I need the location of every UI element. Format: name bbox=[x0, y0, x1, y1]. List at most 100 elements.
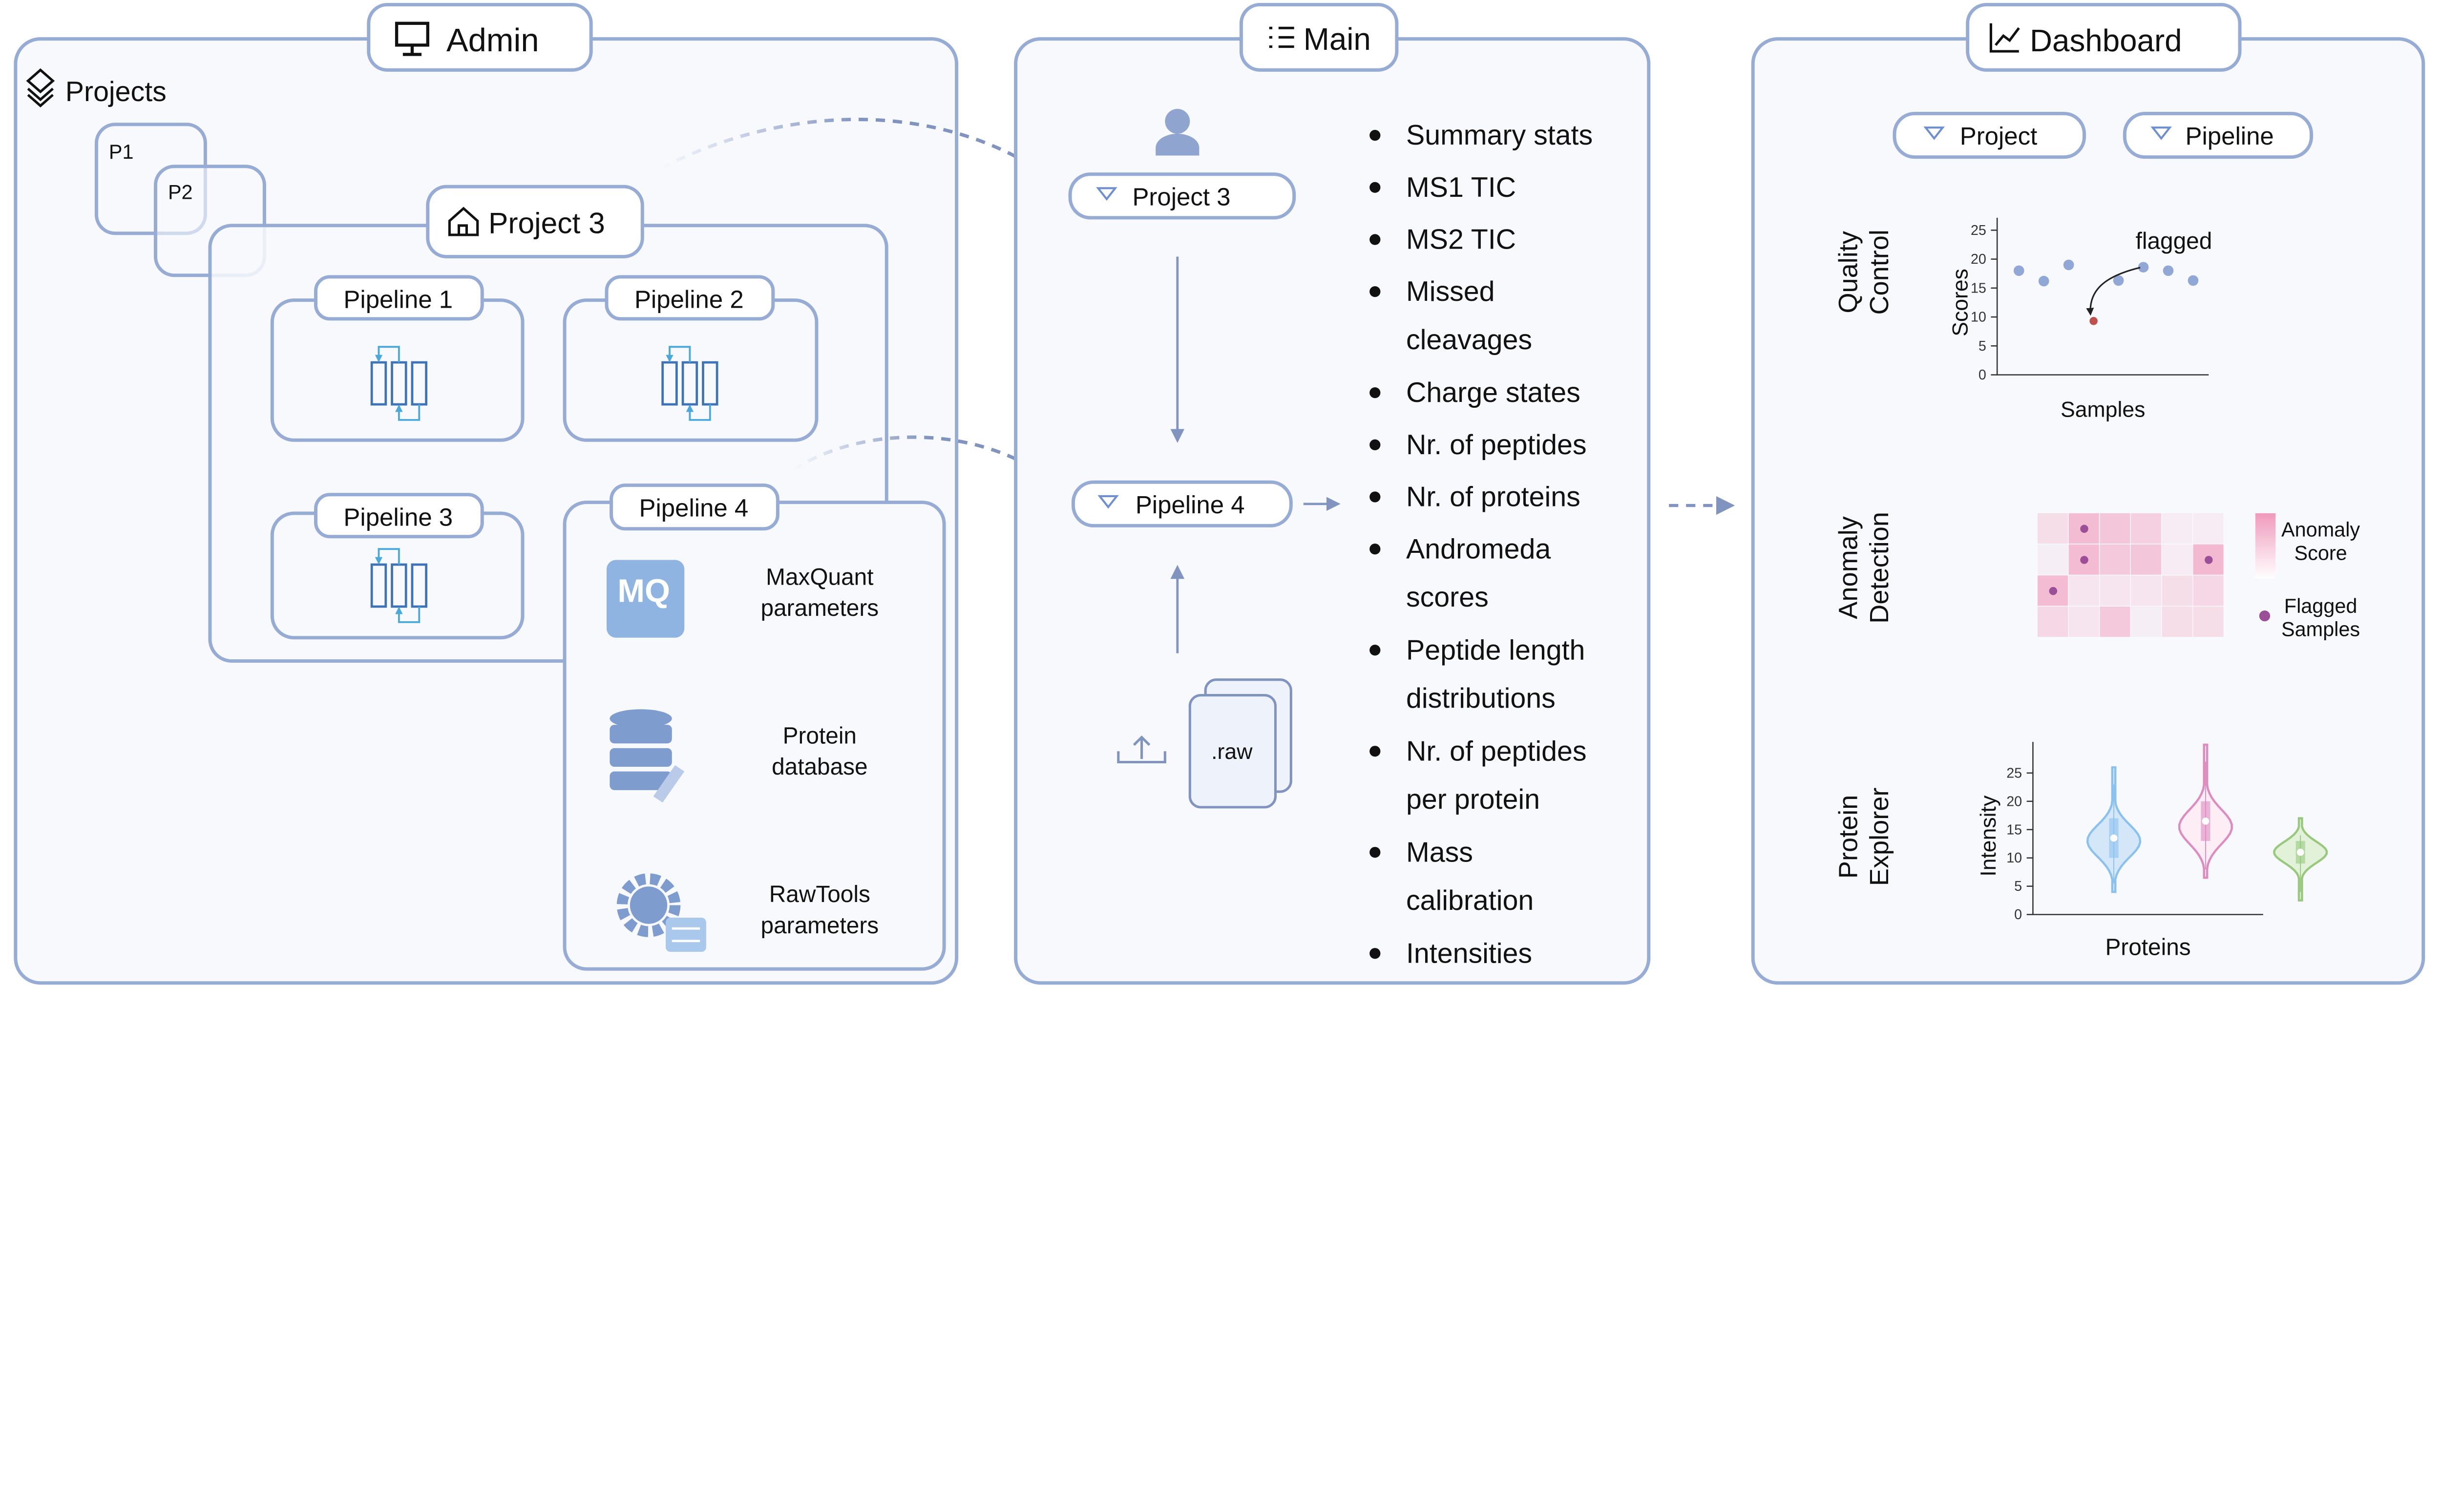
data-point bbox=[2138, 262, 2149, 273]
metric-label: Missed bbox=[1406, 276, 1495, 307]
svg-text:MaxQuant: MaxQuant bbox=[766, 564, 873, 590]
pipeline-4-panel[interactable]: Pipeline 4 MQ MaxQuant parameters Protei… bbox=[563, 483, 946, 971]
metric-item: Summary stats bbox=[1369, 120, 1593, 151]
heatmap-cell bbox=[2068, 607, 2099, 637]
legend-label: Flagged bbox=[2284, 595, 2358, 617]
pipeline-select[interactable]: Pipeline 4 bbox=[1071, 480, 1293, 527]
heatmap-cell bbox=[2162, 607, 2192, 637]
svg-text:Pipeline 1: Pipeline 1 bbox=[343, 286, 453, 314]
svg-text:Pipeline 3: Pipeline 3 bbox=[343, 503, 453, 531]
tick-label: 25 bbox=[2006, 765, 2022, 781]
flagged-legend-marker bbox=[2259, 610, 2271, 622]
admin-panel: Admin Projects P1 P2 Project 3 Pipeline … bbox=[14, 3, 959, 985]
tick-label: 0 bbox=[2014, 907, 2022, 923]
layers-icon bbox=[26, 68, 55, 107]
heatmap-cell bbox=[2162, 575, 2192, 606]
metric-label: MS1 TIC bbox=[1406, 172, 1516, 203]
metric-label: Intensities bbox=[1406, 938, 1532, 969]
main-panel: Main Project 3 Pipeline 4 .raw Summary s… bbox=[1014, 3, 1651, 985]
svg-text:Detection: Detection bbox=[1865, 512, 1894, 624]
tick-label: 0 bbox=[1979, 367, 1986, 383]
flagged-sample-dot bbox=[2080, 556, 2088, 564]
metric-label: cleavages bbox=[1406, 324, 1532, 356]
gear-icon bbox=[616, 873, 706, 952]
bullet bbox=[1369, 439, 1381, 450]
pipeline-1-card[interactable]: Pipeline 1 bbox=[270, 275, 525, 442]
metric-label: Nr. of proteins bbox=[1406, 482, 1580, 513]
heatmap-cell bbox=[2037, 607, 2068, 637]
raw-file-icon[interactable]: .raw bbox=[1188, 678, 1292, 809]
svg-text:Quality: Quality bbox=[1834, 231, 1863, 313]
svg-text:parameters: parameters bbox=[761, 913, 879, 939]
list-icon bbox=[1269, 26, 1294, 48]
x-axis-label: Samples bbox=[2061, 398, 2145, 422]
pipeline-3-card[interactable]: Pipeline 3 bbox=[270, 493, 525, 640]
svg-text:Control: Control bbox=[1865, 230, 1894, 315]
heatmap-cell bbox=[2193, 607, 2224, 637]
svg-text:parameters: parameters bbox=[761, 595, 879, 621]
tick-label: 10 bbox=[1971, 310, 1986, 325]
metric-item: Missed cleavages bbox=[1369, 276, 1532, 356]
metric-label: scores bbox=[1406, 582, 1489, 613]
bullet bbox=[1369, 645, 1381, 656]
projects-label: Projects bbox=[65, 76, 167, 107]
pipeline-2-card[interactable]: Pipeline 2 bbox=[563, 275, 819, 442]
svg-text:Pipeline 2: Pipeline 2 bbox=[634, 286, 744, 314]
project-link-arrow bbox=[660, 118, 1066, 189]
data-point bbox=[2113, 275, 2124, 286]
person-icon bbox=[1156, 108, 1200, 156]
heatmap-cell bbox=[2100, 575, 2130, 606]
heatmap-cell bbox=[2100, 544, 2130, 575]
legend-label: Samples bbox=[2281, 618, 2360, 641]
diagram: Admin Projects P1 P2 Project 3 Pipeline … bbox=[14, 3, 2425, 985]
project-filter[interactable]: Project bbox=[1893, 111, 2086, 159]
svg-text:Project: Project bbox=[1960, 122, 2038, 150]
svg-text:RawTools: RawTools bbox=[769, 882, 870, 907]
heatmap-cell bbox=[2131, 607, 2162, 637]
dashboard-title: Dashboard bbox=[2030, 23, 2182, 58]
svg-text:Pipeline 4: Pipeline 4 bbox=[1136, 491, 1245, 519]
metric-item: Charge states bbox=[1369, 377, 1580, 408]
monitor-icon bbox=[395, 21, 429, 56]
svg-text:Explorer: Explorer bbox=[1865, 788, 1894, 886]
metric-label: Charge states bbox=[1406, 377, 1580, 408]
section-protein-explorer: Protein Explorer bbox=[1834, 788, 1895, 886]
legend-label: Anomaly bbox=[2281, 519, 2360, 541]
svg-text:P2: P2 bbox=[168, 181, 193, 204]
heatmap-cell bbox=[2068, 575, 2099, 606]
project-select[interactable]: Project 3 bbox=[1068, 172, 1296, 220]
bullet bbox=[1369, 847, 1381, 858]
data-point bbox=[2013, 265, 2024, 276]
svg-text:.raw: .raw bbox=[1211, 740, 1253, 764]
upload-icon[interactable] bbox=[1117, 735, 1166, 764]
heatmap-cell bbox=[2162, 513, 2192, 544]
tick-label: 5 bbox=[2014, 879, 2022, 894]
triangle-down-icon bbox=[1096, 187, 1117, 201]
svg-text:database: database bbox=[772, 754, 868, 780]
flagged-sample-dot bbox=[2049, 587, 2058, 595]
svg-text:Protein: Protein bbox=[783, 723, 857, 749]
metric-label: Summary stats bbox=[1406, 120, 1593, 151]
dashboard-panel: Dashboard Project Pipeline Quality Contr… bbox=[1751, 3, 2425, 985]
metric-label: distributions bbox=[1406, 683, 1556, 714]
svg-text:Anomaly: Anomaly bbox=[1834, 516, 1863, 619]
bullet bbox=[1369, 234, 1381, 245]
bullet bbox=[1369, 491, 1381, 503]
median-dot bbox=[2296, 848, 2304, 856]
heatmap-cell bbox=[2193, 575, 2224, 606]
median-dot bbox=[2202, 818, 2210, 825]
pipeline-filter[interactable]: Pipeline bbox=[2123, 111, 2313, 159]
svg-text:Pipeline 4: Pipeline 4 bbox=[639, 494, 749, 522]
metric-item: MS1 TIC bbox=[1369, 172, 1516, 203]
tick-label: 10 bbox=[2006, 850, 2022, 866]
project3-title: Project 3 bbox=[488, 207, 605, 240]
svg-text:P1: P1 bbox=[109, 141, 134, 163]
anomaly-score-legend bbox=[2255, 513, 2276, 579]
metric-item: Intensities bbox=[1369, 938, 1532, 969]
x-axis-label: Proteins bbox=[2105, 934, 2190, 960]
section-quality-control: Quality Control bbox=[1834, 230, 1895, 315]
y-axis-label: Scores bbox=[1949, 269, 1973, 336]
